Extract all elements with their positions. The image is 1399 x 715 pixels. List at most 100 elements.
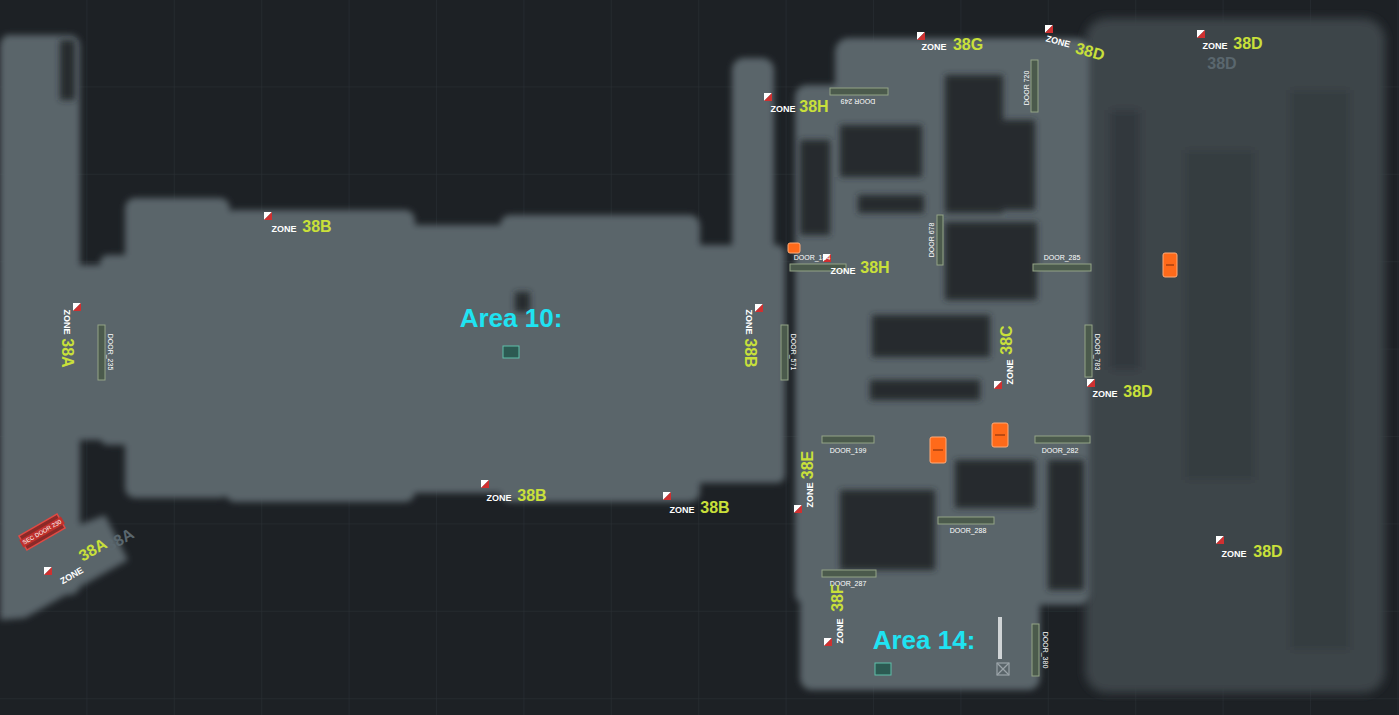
- corner-marker: [755, 304, 763, 312]
- zone-word: ZONE: [1045, 34, 1071, 49]
- floor-shadow: [1110, 110, 1140, 370]
- corner-marker: [764, 93, 772, 101]
- zone-id: 38D: [1074, 40, 1107, 63]
- zone-id: 38H: [860, 260, 889, 276]
- zone-id: 38B: [302, 219, 331, 235]
- zone-id: 38B: [742, 338, 758, 367]
- zone-id: 38A: [59, 338, 75, 367]
- door-label: DOOR_184: [794, 254, 831, 261]
- watermark: 38A: [103, 526, 136, 555]
- door-label: DOOR_282: [1042, 447, 1079, 454]
- zone-38d-floor: [1085, 18, 1385, 693]
- door-label: DOOR_288: [950, 527, 987, 534]
- zone-id: 38B: [700, 500, 729, 516]
- zone-id: 38E: [800, 451, 816, 479]
- icon-line: [997, 663, 1009, 675]
- wall: [858, 195, 924, 213]
- floor: [1085, 18, 1385, 693]
- wall: [60, 40, 75, 100]
- zone-word: ZONE: [1006, 359, 1015, 384]
- wall: [945, 75, 1003, 213]
- corner-marker: [44, 567, 52, 575]
- door-label: DOOR 720: [1023, 71, 1030, 106]
- floor: [0, 35, 80, 595]
- door: [1032, 624, 1039, 676]
- icon-frame: [997, 663, 1009, 675]
- wall: [945, 222, 1037, 300]
- corner-marker: [663, 492, 671, 500]
- floor: [125, 198, 230, 498]
- door-label: DOOR_285: [1044, 254, 1081, 261]
- zone-word: ZONE: [806, 482, 815, 507]
- zone-word: ZONE: [744, 309, 753, 334]
- zone-word: ZONE: [770, 105, 795, 114]
- door: [781, 325, 788, 380]
- marker-line: [933, 450, 943, 451]
- door-label: DOOR_783: [1094, 334, 1101, 371]
- corner-marker: [1045, 25, 1053, 33]
- door: [1035, 436, 1090, 443]
- door-label: DOOR_380: [1042, 632, 1049, 669]
- door: [98, 325, 105, 380]
- terminal: [503, 346, 519, 358]
- corner-marker: [1216, 536, 1224, 544]
- wall: [872, 315, 990, 357]
- corner-marker: [1087, 379, 1095, 387]
- zone-id: 38H: [799, 99, 828, 115]
- floor: [0, 515, 128, 620]
- zone-id: 38B: [517, 488, 546, 504]
- marker-bar: [998, 617, 1002, 659]
- zone-id: 38F: [830, 584, 846, 612]
- floor: [732, 58, 774, 308]
- zone-word: ZONE: [59, 566, 85, 586]
- door: [1033, 264, 1091, 271]
- corner-marker: [73, 303, 81, 311]
- zone-word: ZONE: [486, 494, 511, 503]
- area-label: Area 14:: [873, 627, 976, 653]
- floor-shadow: [1290, 90, 1350, 650]
- door-label: DOOR 249: [841, 98, 876, 105]
- zone-word: ZONE: [1221, 550, 1246, 559]
- door-label: DOOR_235: [107, 334, 114, 371]
- zone-word: ZONE: [836, 618, 845, 643]
- zone-id: 38G: [953, 37, 983, 53]
- floor: [225, 210, 415, 502]
- door: [822, 570, 876, 577]
- security-door-frame: [19, 514, 65, 550]
- marker: [788, 243, 800, 253]
- door-label: DOOR 678: [928, 223, 935, 258]
- door: [938, 517, 994, 524]
- zone-word: ZONE: [271, 225, 296, 234]
- corner-marker: [917, 32, 925, 40]
- door-label: DOOR_571: [790, 334, 797, 371]
- zone-id: 38D: [1253, 544, 1282, 560]
- door: [830, 88, 888, 95]
- zone-id: 38D: [1123, 384, 1152, 400]
- marker: [930, 437, 946, 463]
- floor-shadow: [1185, 150, 1255, 480]
- corner-marker: [824, 638, 832, 646]
- wall: [1048, 460, 1084, 590]
- icon: [997, 663, 1009, 675]
- zone-id: 38D: [1233, 36, 1262, 52]
- wall: [1003, 120, 1035, 210]
- door-label: DOOR_199: [830, 447, 867, 454]
- objective-markers: [788, 243, 1177, 463]
- zone-word: ZONE: [830, 267, 855, 276]
- marker-lines: [933, 265, 1174, 450]
- area-label: Area 10:: [460, 305, 563, 331]
- zone-corner-markers: [44, 25, 1224, 646]
- zone-id: 38C: [999, 325, 1015, 354]
- floor: [795, 85, 1090, 605]
- watermark: 38D: [1207, 56, 1236, 72]
- wall-blocks: [60, 40, 1084, 590]
- terminal: [875, 663, 891, 675]
- marker: [1163, 253, 1177, 277]
- walkable-floor: [0, 35, 1090, 690]
- corner-marker: [794, 505, 802, 513]
